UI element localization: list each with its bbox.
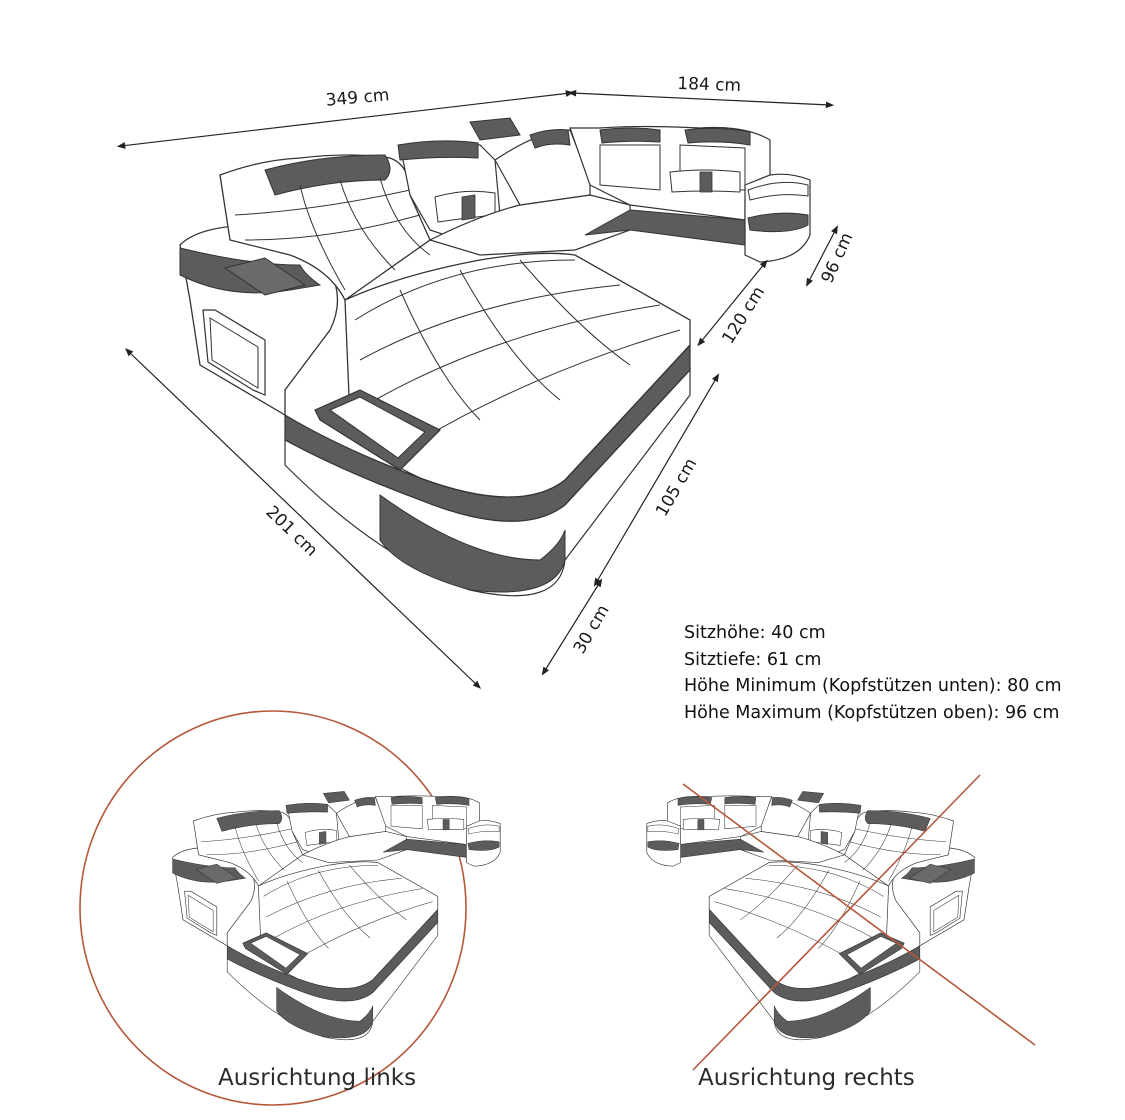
dim-chaise-length-label: 105 cm	[652, 455, 701, 520]
spec-seat-depth: Sitztiefe: 61 cm	[684, 649, 822, 670]
spec-height-max: Höhe Maximum (Kopfstützen oben): 96 cm	[684, 702, 1060, 723]
dim-end-segment-label: 30 cm	[570, 602, 614, 658]
orientation-left-caption: Ausrichtung links	[218, 1065, 417, 1091]
dim-height-label: 96 cm	[818, 230, 858, 287]
spec-list: Sitzhöhe: 40 cm Sitztiefe: 61 cm Höhe Mi…	[684, 620, 1062, 726]
dim-left-depth-label: 201 cm	[262, 502, 322, 561]
spec-seat-height: Sitzhöhe: 40 cm	[684, 623, 826, 643]
dim-width-left-label: 349 cm	[325, 85, 390, 110]
orientation-right-thumbnail	[646, 774, 1036, 1071]
dim-width-right-label: 184 cm	[677, 74, 741, 96]
orientation-left-thumbnail	[79, 710, 501, 1106]
cross-out-icon	[682, 774, 1036, 1071]
spec-height-min: Höhe Minimum (Kopfstützen unten): 80 cm	[684, 676, 1062, 696]
orientation-right-caption: Ausrichtung rechts	[698, 1065, 915, 1091]
dim-chaise-depth-label: 120 cm	[718, 283, 769, 348]
valid-circle-icon	[79, 710, 467, 1106]
